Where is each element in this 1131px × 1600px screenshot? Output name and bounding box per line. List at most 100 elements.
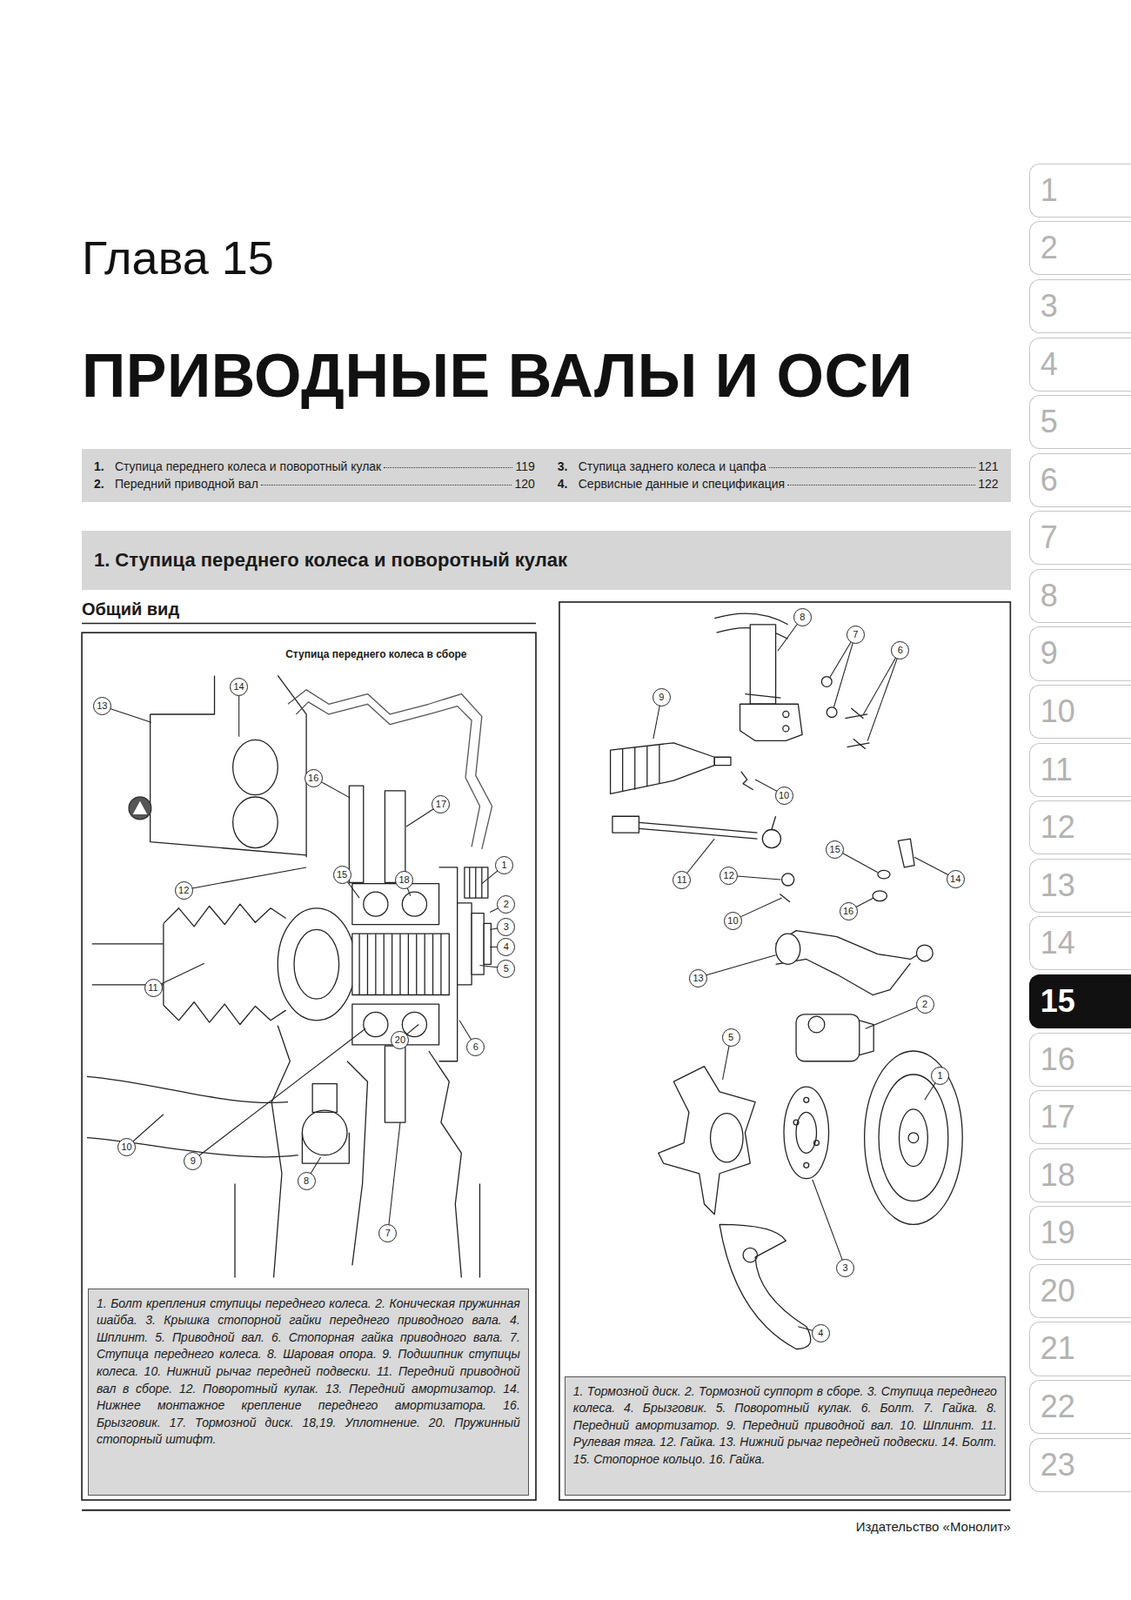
- callout-label: 6: [897, 645, 904, 656]
- leader-lines: [653, 617, 956, 1333]
- callout-number: 10: [723, 911, 743, 931]
- leader-lines-part: [865, 1003, 925, 1029]
- page-rules-part: [559, 602, 1011, 1500]
- section-heading-band: 1. Ступица переднего колеса и поворотный…: [81, 530, 1011, 590]
- hub-section-drawing-part: [483, 923, 491, 964]
- hub-section-drawing-part: [163, 903, 287, 927]
- page-rules-part: [81, 622, 536, 625]
- dot-leader: [787, 484, 976, 486]
- exploded-view-drawing-part: [771, 816, 777, 830]
- contents-number: 2.: [93, 476, 115, 493]
- leader-lines-part: [863, 649, 900, 715]
- exploded-view-drawing-part: [916, 944, 933, 962]
- hub-section-drawing-part: [352, 883, 440, 925]
- hub-section-drawing-part: [363, 891, 389, 917]
- callout-number: 4: [496, 937, 516, 957]
- tab-number: 22: [1040, 1391, 1076, 1423]
- hub-section-drawing-part: [150, 675, 215, 715]
- hub-section-drawing-part: [128, 796, 152, 820]
- hub-section-drawing-part: [87, 1076, 288, 1103]
- exploded-view-drawing-part: [658, 1066, 756, 1215]
- hub-section-drawing-part: [457, 903, 472, 985]
- contents-entry: Передний приводной вал: [114, 476, 259, 493]
- callout-number: 11: [144, 978, 163, 998]
- callout-label: 9: [190, 1156, 196, 1166]
- page-number: 121: [977, 459, 998, 476]
- exploded-view-drawing-part: [899, 1109, 929, 1167]
- exploded-view-drawing-part: [741, 771, 754, 790]
- hub-section-drawing-part: [277, 675, 307, 857]
- exploded-view-drawing-part: [714, 613, 788, 625]
- contents-row: 1.Ступица переднего колеса и поворотный …: [93, 459, 536, 476]
- hub-section-drawing-part: [162, 923, 164, 1005]
- chapter-tab: 22: [1029, 1379, 1131, 1434]
- callout-number: 14: [229, 677, 248, 696]
- exploded-view-drawing: [610, 613, 964, 1349]
- callout-label: 8: [799, 612, 805, 623]
- exploded-view-drawing-part: [762, 829, 781, 849]
- page-rules: [81, 602, 1011, 1511]
- hub-section-drawing: [87, 675, 493, 1278]
- exploded-view-drawing-part: [742, 1247, 757, 1262]
- callout-label: 10: [727, 916, 738, 926]
- tab-number: 19: [1040, 1217, 1076, 1249]
- exploded-view-drawing-part: [803, 1097, 810, 1103]
- callout-number: 11: [672, 870, 691, 890]
- hub-section-drawing-part: [352, 1003, 440, 1045]
- callout-number: 20: [390, 1030, 409, 1050]
- contents-row: 2.Передний приводной вал120: [93, 476, 536, 493]
- hub-section-drawing-part: [234, 1183, 480, 1278]
- callout-label: 3: [842, 1263, 848, 1273]
- callout-label: 7: [852, 629, 858, 640]
- callout-label: 10: [778, 790, 790, 801]
- exploded-view-drawing-part: [783, 1086, 830, 1179]
- hub-section-drawing-part: [294, 929, 340, 999]
- callout-label: 13: [692, 973, 703, 984]
- callout-number: 17: [431, 795, 450, 814]
- callout-number: 15: [825, 840, 844, 859]
- exploded-view-drawing-part: [793, 1119, 799, 1125]
- callout-label: 12: [723, 870, 735, 881]
- page-rules-part: [81, 1509, 1011, 1512]
- contents-entry: Ступица переднего колеса и поворотный ку…: [114, 459, 382, 476]
- contents-number: 3.: [557, 459, 579, 476]
- hub-section-drawing-part: [347, 1061, 368, 1266]
- chapter-tab: 8: [1029, 568, 1131, 623]
- chapter-tab: 9: [1029, 626, 1131, 681]
- page-number: 122: [977, 476, 998, 493]
- tab-number: 13: [1040, 870, 1076, 902]
- exploded-view-drawing-part: [821, 676, 832, 688]
- tab-number: 10: [1040, 696, 1076, 728]
- callout-number: 10: [775, 786, 794, 805]
- contents-column: 3.Ступица заднего колеса и цапфа1214.Сер…: [557, 459, 999, 493]
- callout-number: 7: [378, 1224, 397, 1243]
- hub-section-drawing-part: [352, 933, 449, 995]
- hub-section-drawing-part: [348, 785, 363, 883]
- callout-label: 15: [336, 870, 348, 880]
- tab-number: 15: [1040, 985, 1076, 1018]
- callout-number: 8: [793, 608, 812, 627]
- callout-number: 12: [174, 881, 194, 900]
- callout-number: 13: [93, 696, 112, 716]
- chapter-tab: 4: [1029, 337, 1131, 392]
- callout-number: 1: [930, 1066, 950, 1085]
- hub-section-drawing-part: [163, 1002, 287, 1025]
- contents-entry: Ступица заднего колеса и цапфа: [578, 459, 767, 476]
- tab-number: 1: [1040, 174, 1058, 207]
- chapter-tab: 17: [1029, 1090, 1131, 1145]
- page-rules-part: [81, 632, 536, 1500]
- exploded-view-drawing-part: [814, 1140, 820, 1146]
- callout-number: 9: [652, 688, 671, 707]
- tab-number: 23: [1040, 1449, 1076, 1481]
- chapter-tab: 5: [1029, 394, 1131, 449]
- callout-label: 4: [503, 942, 509, 952]
- chapter-tab: 3: [1029, 279, 1131, 334]
- tab-number: 9: [1040, 637, 1058, 670]
- hub-section-drawing-part: [312, 1084, 337, 1113]
- exploded-view-drawing-part: [908, 1132, 919, 1144]
- chapter-tab: 11: [1029, 742, 1131, 797]
- exploded-view-drawing-part: [612, 816, 639, 833]
- hub-section-drawing-part: [428, 1050, 462, 1278]
- hub-section-drawing-part: [233, 796, 279, 849]
- chapter-tab: 23: [1029, 1438, 1131, 1493]
